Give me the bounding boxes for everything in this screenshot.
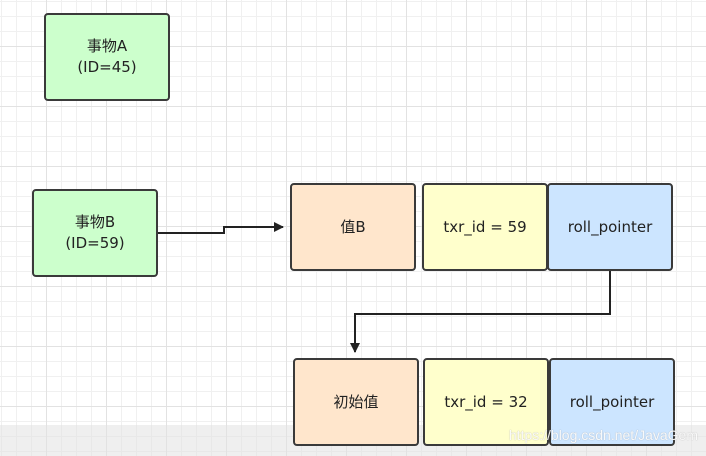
transaction-b-to-value-b-arrow [158, 222, 284, 234]
transaction-b-box: 事物B (ID=59) [32, 189, 158, 277]
current-roll-pointer-cell: roll_pointer [547, 183, 673, 271]
current-value-cell: 值B [290, 183, 416, 271]
initial-roll-pointer-cell: roll_pointer [549, 358, 675, 446]
current-roll-pointer-label: roll_pointer [567, 217, 653, 236]
transaction-b-name: 事物B [74, 213, 116, 231]
transaction-b-id: (ID=59) [65, 234, 125, 252]
initial-roll-pointer-label: roll_pointer [569, 392, 655, 411]
current-txr-id-label: txr_id = 59 [443, 217, 527, 236]
initial-value-cell: 初始值 [293, 358, 419, 446]
current-value-label: 值B [340, 217, 366, 236]
transaction-a-id: (ID=45) [77, 58, 137, 76]
roll-pointer-to-initial-value-arrow [350, 270, 611, 353]
watermark-text: https://blog.csdn.net/JavaGem [508, 427, 698, 443]
current-txr-id-cell: txr_id = 59 [422, 183, 548, 271]
initial-txr-id-cell: txr_id = 32 [423, 358, 549, 446]
transaction-a-name: 事物A [86, 37, 128, 55]
transaction-a-box: 事物A (ID=45) [44, 13, 170, 101]
initial-value-label: 初始值 [333, 392, 379, 411]
initial-txr-id-label: txr_id = 32 [444, 392, 528, 411]
